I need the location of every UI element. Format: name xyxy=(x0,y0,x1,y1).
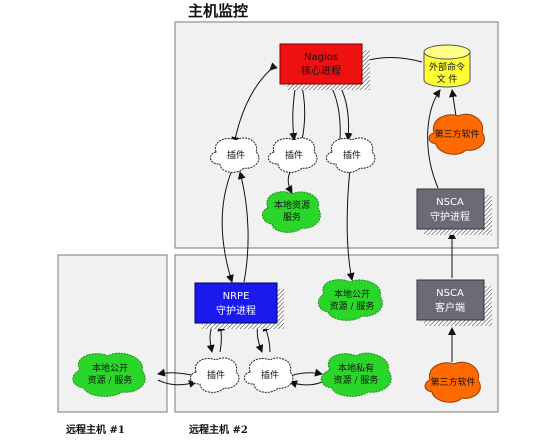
svg-text:本地私有: 本地私有 xyxy=(338,362,374,374)
svg-text:文 件: 文 件 xyxy=(437,73,458,85)
svg-text:插件: 插件 xyxy=(285,149,303,161)
remote-host-2-caption: 远程主机 #2 xyxy=(189,423,248,436)
external-command-file-node: 外部命令 文 件 xyxy=(423,44,471,88)
svg-text:本地公开: 本地公开 xyxy=(92,362,128,374)
plugin-node-2: 插件 xyxy=(268,137,318,173)
nsca-daemon-node: NSCA 守护进程 xyxy=(416,188,492,235)
svg-text:NSCA: NSCA xyxy=(436,197,464,208)
plugin-node-4: 插件 xyxy=(190,357,240,393)
nsca-client-node: NSCA 客户端 xyxy=(416,279,492,326)
svg-text:外部命令: 外部命令 xyxy=(429,61,465,73)
svg-text:资源 / 服务: 资源 / 服务 xyxy=(330,300,375,312)
local-resource-service-node: 本地资源 服务 xyxy=(262,191,321,233)
third-party-software-top-node: 第三方软件 xyxy=(428,113,485,155)
plugin-node-1: 插件 xyxy=(210,137,260,173)
diagram-title: 主机监控 xyxy=(188,2,248,20)
svg-text:资源 / 服务: 资源 / 服务 xyxy=(88,374,133,386)
third-party-software-bottom-node: 第三方软件 xyxy=(424,361,481,403)
svg-text:本地公开: 本地公开 xyxy=(334,288,370,300)
svg-text:第三方软件: 第三方软件 xyxy=(430,376,475,388)
svg-text:资源 / 服务: 资源 / 服务 xyxy=(334,374,379,386)
local-private-resource-node: 本地私有 资源 / 服务 xyxy=(320,352,392,397)
svg-text:插件: 插件 xyxy=(227,149,245,161)
svg-text:守护进程: 守护进程 xyxy=(430,210,470,223)
svg-text:Nagios: Nagios xyxy=(304,52,338,63)
nrpe-daemon-node: NRPE 守护进程 xyxy=(194,282,284,329)
svg-text:NRPE: NRPE xyxy=(223,291,250,302)
svg-text:核心进程: 核心进程 xyxy=(301,64,341,77)
svg-text:插件: 插件 xyxy=(207,369,225,381)
svg-text:服务: 服务 xyxy=(283,211,301,223)
remote-host-1-caption: 远程主机 #1 xyxy=(66,423,125,436)
svg-text:守护进程: 守护进程 xyxy=(216,304,256,317)
svg-text:插件: 插件 xyxy=(261,369,279,381)
svg-text:客户端: 客户端 xyxy=(435,301,465,314)
nagios-core-node: Nagios 核心进程 xyxy=(279,43,370,90)
svg-text:本地资源: 本地资源 xyxy=(274,199,310,211)
svg-text:插件: 插件 xyxy=(343,149,361,161)
plugin-node-3: 插件 xyxy=(326,137,376,173)
svg-text:NSCA: NSCA xyxy=(436,288,464,299)
svg-text:第三方软件: 第三方软件 xyxy=(434,128,479,140)
local-public-resource-remote1-node: 本地公开 资源 / 服务 xyxy=(72,352,146,397)
plugin-node-5: 插件 xyxy=(244,357,294,393)
local-public-resource-remote2-node: 本地公开 资源 / 服务 xyxy=(318,279,383,321)
